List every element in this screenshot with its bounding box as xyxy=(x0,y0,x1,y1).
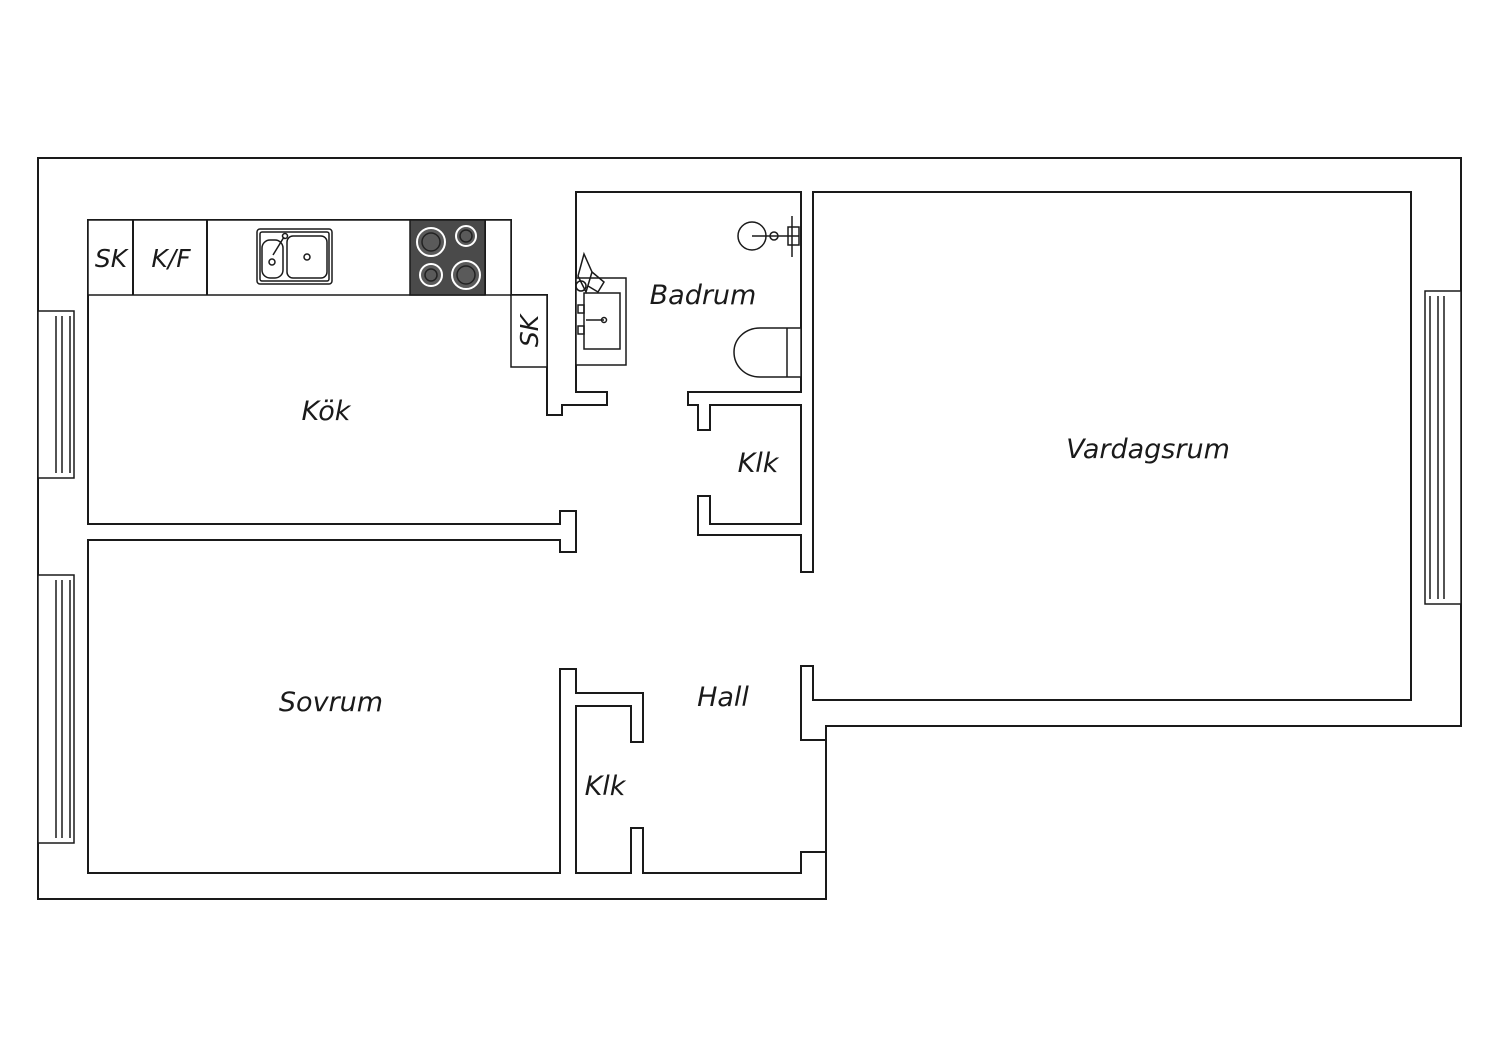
bedroom-label: Sovrum xyxy=(279,687,383,718)
closet-1-label: Klk xyxy=(738,448,780,479)
floor-kitchen xyxy=(87,191,1412,874)
room-floors xyxy=(87,191,1412,874)
kitchen-counter xyxy=(87,219,548,368)
bathroom-fixtures xyxy=(575,216,802,378)
room-labels: Kök Badrum Vardagsrum Sovrum Hall Klk Kl… xyxy=(279,280,1230,802)
window-icon xyxy=(37,574,75,844)
closet-2-label: Klk xyxy=(585,771,627,802)
windows xyxy=(37,290,1462,844)
cabinet-2-label: SK xyxy=(515,312,544,347)
stove-icon xyxy=(409,219,486,296)
hall-label: Hall xyxy=(697,682,749,713)
living-room-label: Vardagsrum xyxy=(1066,434,1230,465)
unit-labels: SK K/F SK xyxy=(95,244,544,347)
window-icon xyxy=(1424,290,1462,605)
window-icon xyxy=(37,310,75,479)
kitchen-label: Kök xyxy=(302,396,352,427)
cabinet-1-label: SK xyxy=(95,244,130,273)
cabinet-2-box xyxy=(510,294,548,368)
washbasin-icon xyxy=(575,251,627,366)
bathroom-label: Badrum xyxy=(650,280,757,311)
toilet-icon xyxy=(733,327,802,378)
sink-icon xyxy=(256,228,333,285)
fridge-freezer-label: K/F xyxy=(151,244,191,273)
shower-icon xyxy=(737,216,800,257)
